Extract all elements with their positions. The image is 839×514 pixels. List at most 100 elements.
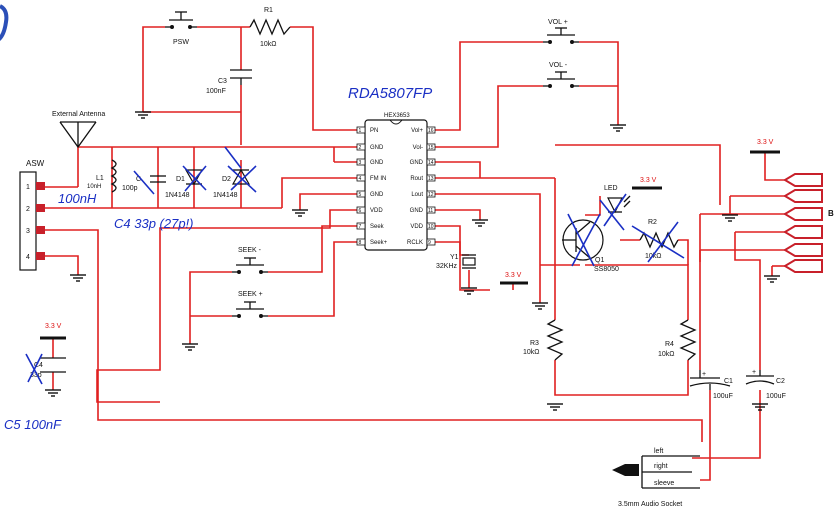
b-connector: B xyxy=(783,173,834,273)
transistor-q1: Q1 SS8050 xyxy=(562,213,619,273)
ic-right-pin-label: Rout xyxy=(410,176,423,182)
b-label: B xyxy=(828,209,834,218)
ic-left-pin-number: 5 xyxy=(359,192,362,198)
vcc-rails: 3.3 V 3.3 V 3.3 V 3.3 V xyxy=(40,139,780,340)
ic-right-pin-number: 9 xyxy=(428,240,431,246)
capacitor-c4-left: C4 33p xyxy=(25,353,66,385)
c4-label: C4 xyxy=(34,362,43,369)
wiring xyxy=(45,26,785,481)
ic-left-pin xyxy=(356,174,366,182)
resistor-r4: R4 10kΩ xyxy=(658,319,697,361)
vcc-label-3: 3.3 V xyxy=(757,139,774,146)
ic-left-pin xyxy=(356,238,366,246)
c1-value: 100uF xyxy=(713,393,733,400)
ic-right-pin-label: RCLK xyxy=(407,240,423,246)
jack-sleeve-label: sleeve xyxy=(654,480,674,487)
ic-right-pin xyxy=(426,222,436,230)
c2-plus: + xyxy=(752,369,756,376)
b-connector-pad xyxy=(783,225,823,239)
capacitor-c-antenna: C 100p xyxy=(122,170,166,195)
seek-minus-label: SEEK - xyxy=(238,247,262,254)
ic-right-pin-number: 14 xyxy=(428,160,434,166)
b-connector-pad xyxy=(783,207,823,221)
r3-value: 10kΩ xyxy=(523,349,540,356)
q1-label: Q1 xyxy=(595,257,604,264)
jack-title: 3.5mm Audio Socket xyxy=(618,501,682,508)
ic-right-pin-label: GND xyxy=(410,160,424,166)
vol-minus-label: VOL - xyxy=(549,62,568,69)
ic-left-pin xyxy=(356,206,366,214)
r1-label: R1 xyxy=(264,7,273,14)
ic-left-pin-label: VDD xyxy=(370,208,383,214)
ic-left-pin xyxy=(356,158,366,166)
ic-left-pin-number: 4 xyxy=(359,176,362,182)
r1-value: 10kΩ xyxy=(260,41,277,48)
ic-left-pin-label: Seek+ xyxy=(370,240,388,246)
led-label: LED xyxy=(604,185,618,192)
ic-right-pin-number: 12 xyxy=(428,192,434,198)
asw-pin-1: 1 xyxy=(26,184,30,191)
asw-pin-3: 3 xyxy=(26,228,30,235)
c3-value: 100nF xyxy=(206,88,226,95)
ground-icon xyxy=(292,209,308,217)
jack-right-label: right xyxy=(654,463,668,470)
c5-note: C5 100nF xyxy=(4,417,62,432)
chip-title: RDA5807FP xyxy=(348,85,432,102)
seek-minus-button: SEEK - xyxy=(232,247,268,274)
ic-left-pin-label: GND xyxy=(370,192,384,198)
vcc-label-4: 3.3 V xyxy=(45,323,62,330)
ground-icon xyxy=(70,274,86,282)
l1-value: 10nH xyxy=(87,184,101,190)
ic-right-pin-label: VDD xyxy=(410,224,423,230)
ic-right-pin-label: Vol+ xyxy=(411,128,423,134)
asw-pin-4: 4 xyxy=(26,254,30,261)
ic-part-label: HEX3653 xyxy=(384,113,410,119)
ic-right-pin xyxy=(426,143,436,151)
y1-label: Y1 xyxy=(450,254,459,261)
ic-right-pin xyxy=(426,206,436,214)
asw-connector: ASW 1 2 3 4 xyxy=(19,159,45,271)
resistor-r1: R1 10kΩ xyxy=(249,7,291,48)
ground-icon xyxy=(472,219,488,227)
psw-label: PSW xyxy=(173,39,189,46)
asw-pin-2: 2 xyxy=(26,206,30,213)
b-connector-pad xyxy=(783,259,823,273)
ic-right-pin-number: 16 xyxy=(428,128,434,134)
vol-plus-label: VOL + xyxy=(548,19,568,26)
ground-icon xyxy=(610,124,626,132)
ic-left-pin-number: 2 xyxy=(359,145,362,151)
ic-left-pin-number: 7 xyxy=(359,224,362,230)
ground-icon xyxy=(45,389,61,397)
c4-note: C4 33p (27p!) xyxy=(114,216,194,231)
psw-button: PSW xyxy=(165,11,197,46)
ground-icon xyxy=(764,275,780,283)
resistor-r2: R2 10kΩ xyxy=(631,219,685,263)
ic-left-pin-label: PN xyxy=(370,128,378,134)
r2-label: R2 xyxy=(648,219,657,226)
ic-right-pin-label: Vol- xyxy=(413,145,423,151)
c2-value: 100uF xyxy=(766,393,786,400)
ic-left-pin xyxy=(356,143,366,151)
vcc-label-2: 3.3 V xyxy=(640,177,657,184)
capacitor-c1: + C1 100uF xyxy=(689,370,733,400)
ic-right-pin-number: 11 xyxy=(428,208,433,214)
d2-label: D2 xyxy=(222,176,231,183)
ic-right-pin-number: 15 xyxy=(428,145,434,151)
ic-right-pin xyxy=(426,190,436,198)
audio-socket: left right sleeve 3.5mm Audio Socket xyxy=(612,448,700,508)
l1-note: 100nH xyxy=(58,191,97,206)
r4-value: 10kΩ xyxy=(658,351,675,358)
diode-d1: D1 1N4148 xyxy=(165,165,207,199)
ic-right-pin xyxy=(426,158,436,166)
asw-label: ASW xyxy=(26,159,45,168)
logo-fragment xyxy=(0,4,9,41)
led: LED xyxy=(599,185,631,231)
ground-icon xyxy=(182,343,198,351)
ic-right-pin xyxy=(426,238,436,246)
ic-left-pin-label: GND xyxy=(370,145,384,151)
ic-left-pin-label: FM IN xyxy=(370,176,386,182)
r3-label: R3 xyxy=(530,340,539,347)
ic-right-pin-number: 10 xyxy=(428,224,434,230)
capacitor-c3: C3 100nF xyxy=(206,69,252,95)
